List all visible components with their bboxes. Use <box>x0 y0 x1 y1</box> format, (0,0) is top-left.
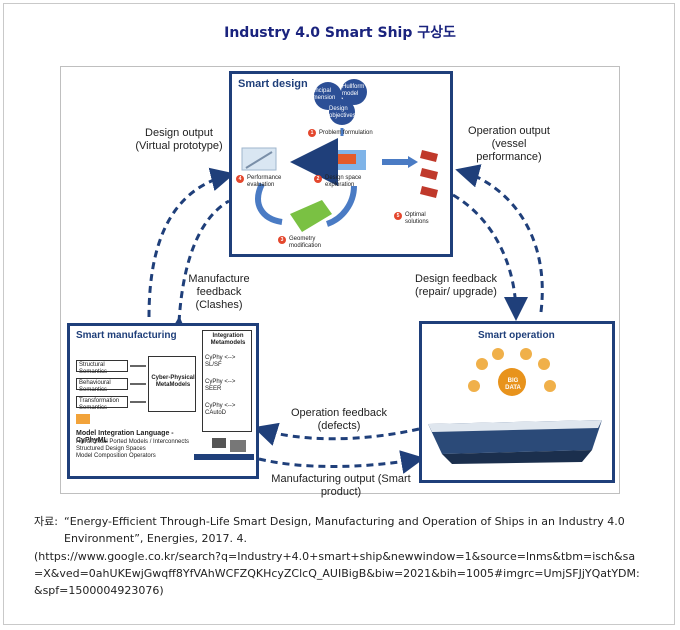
design-objectives-label: Design objectives <box>329 106 356 119</box>
mil-item-1: Hierarchical Ported Models / Interconnec… <box>76 439 190 445</box>
smart-design-panel: Smart design Principal dimension Hullfor… <box>229 71 453 257</box>
smart-operation-graphics <box>428 348 602 464</box>
transformation-semantics: Transformation Semantics <box>79 398 120 411</box>
step-1-marker: 1 <box>308 129 316 137</box>
chip-icon <box>76 414 90 424</box>
step-5-marker: 5 <box>394 212 402 220</box>
behavioural-semantics: Behavioural Semantics <box>79 380 111 393</box>
step-3-marker: 3 <box>278 236 286 244</box>
manufacturing-output-arrow <box>258 450 425 474</box>
mil-item-3: Model Composition Operators <box>76 453 156 459</box>
cyber-physical-label: Cyber-Physical MetaModels <box>151 375 195 388</box>
source-citation: “Energy-Efficient Through-Life Smart Des… <box>64 515 625 545</box>
semantics-box-1: Structural Semantics <box>76 360 128 375</box>
structural-semantics: Structural Semantics <box>79 362 108 375</box>
design-output-label: Design output (Virtual prototype) <box>135 127 223 152</box>
tool-seer: CyPhy <--> SEER <box>205 379 236 392</box>
manufacturing-output-label: Manufacturing output (Smart product) <box>271 473 411 498</box>
source-url: (https://www.google.co.kr/search?q=Indus… <box>34 550 640 597</box>
device-icons <box>194 438 254 460</box>
step-3-label: Geometry modification <box>289 236 322 249</box>
operation-output-arrow <box>455 164 544 313</box>
design-feedback-label: Design feedback (repair/ upgrade) <box>415 273 497 298</box>
mil-title: Model Integration Language - CyPhyML <box>76 430 174 444</box>
mil-item-2: Structured Design Spaces <box>76 446 146 452</box>
smart-design-title: Smart design <box>238 78 308 90</box>
smart-operation-title: Smart operation <box>478 330 555 341</box>
step-2-label: Design space exploration <box>325 175 362 188</box>
operation-feedback-arrow <box>253 422 420 446</box>
diagram-figure: Design output (Virtual prototype) Operat… <box>60 66 620 498</box>
design-output-arrow <box>147 167 235 318</box>
smart-manufacturing-panel: Smart manufacturing Structural Semantics… <box>67 323 259 479</box>
operation-feedback-label: Operation feedback (defects) <box>290 407 387 432</box>
semantics-box-2: Behavioural Semantics <box>76 378 128 393</box>
page-title: Industry 4.0 Smart Ship 구상도 <box>224 25 456 41</box>
big-data-label: BIG DATA <box>505 378 521 391</box>
step-4-label: Performance evaluation <box>247 175 282 188</box>
step-5-label: Optimal solutions <box>405 212 429 225</box>
integration-metamodels-title: Integration Metamodels <box>210 333 246 346</box>
principal-dimension-label: Principal dimension <box>308 88 336 101</box>
smart-operation-panel: Smart operation BIG DATA <box>419 321 615 483</box>
step-4-marker: 4 <box>236 175 244 183</box>
tool-cautod: CyPhy <--> CAutoD <box>205 403 236 416</box>
cyber-physical-box: Cyber-Physical MetaModels <box>148 356 196 412</box>
integration-metamodels-box: Integration Metamodels CyPhy <--> SL/SF … <box>202 330 252 432</box>
step-1-label: Problem formulation <box>319 130 373 136</box>
design-feedback-arrow <box>452 193 528 321</box>
smart-design-graphics <box>241 79 438 232</box>
manufacture-feedback-label: Manufacture feedback (Clashes) <box>188 273 250 311</box>
operation-output-label: Operation output (vessel performance) <box>468 125 550 163</box>
smart-manufacturing-title: Smart manufacturing <box>76 330 177 341</box>
tool-sl-sf: CyPhy <--> SL/SF <box>205 355 236 368</box>
semantics-box-3: Transformation Semantics <box>76 396 128 411</box>
manufacture-feedback-arrow <box>165 199 230 341</box>
hullform-model-label: Hullform model <box>342 84 365 97</box>
manufacturing-arrows <box>130 365 146 403</box>
step-2-marker: 2 <box>314 175 322 183</box>
source-label: 자료: <box>34 515 58 528</box>
flow-arrows <box>147 164 544 474</box>
